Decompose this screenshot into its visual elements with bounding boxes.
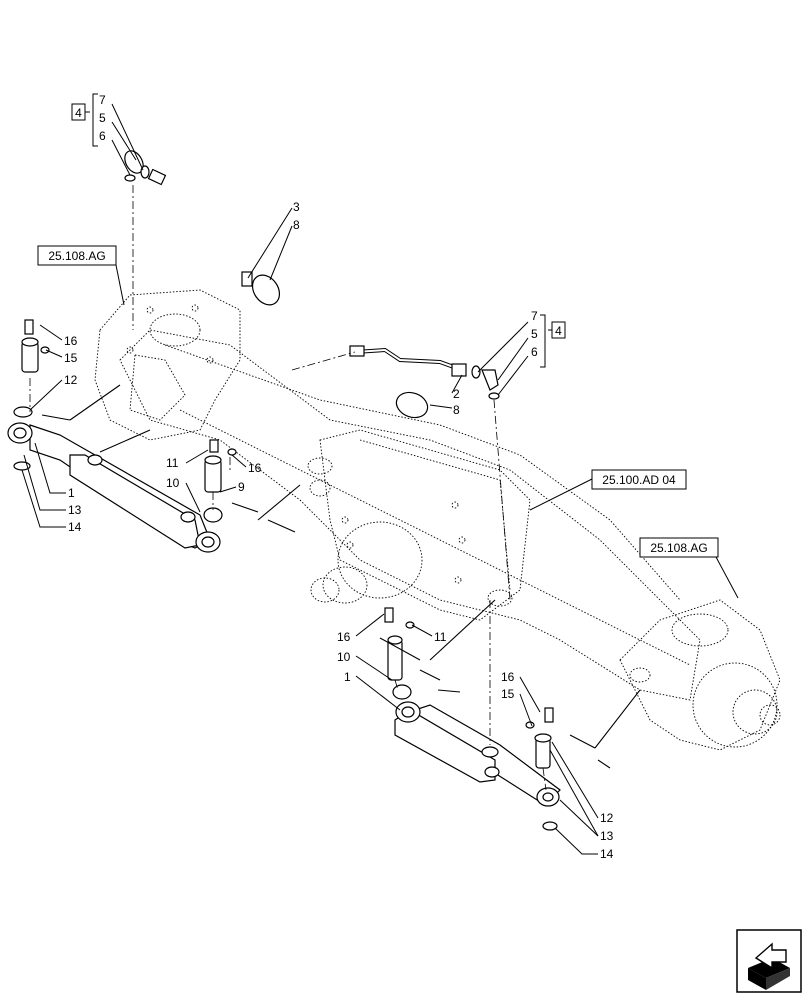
reference-label: 25.108.AG bbox=[48, 249, 105, 263]
hose-clamp-upper bbox=[251, 274, 281, 306]
center-pin-assembly bbox=[203, 439, 237, 523]
callout-right-16: 16 bbox=[501, 670, 515, 684]
hose-clamp-mid bbox=[395, 391, 429, 419]
callout-low-16: 16 bbox=[337, 630, 351, 644]
section-marks bbox=[41, 384, 641, 769]
callout-top-3: 3 bbox=[293, 200, 300, 214]
callout-low-1: 1 bbox=[344, 670, 351, 684]
axle-housing bbox=[94, 289, 781, 751]
svg-text:4: 4 bbox=[555, 324, 562, 338]
assembly-centerlines bbox=[29, 185, 547, 791]
reference-label: 25.108.AG bbox=[650, 541, 707, 555]
callout-mid-8: 8 bbox=[453, 403, 460, 417]
callout-center-11: 11 bbox=[166, 456, 179, 470]
callout-mid-7: 7 bbox=[531, 309, 538, 323]
callout-left-14: 14 bbox=[68, 520, 82, 534]
reference-box-top-left[interactable]: 25.108.AG bbox=[37, 245, 117, 266]
svg-text:4: 4 bbox=[75, 106, 82, 120]
group-box-mid: 4 bbox=[551, 321, 566, 339]
next-page-icon[interactable] bbox=[736, 929, 802, 993]
callout-low-10: 10 bbox=[337, 650, 351, 664]
callout-left-13: 13 bbox=[68, 503, 82, 517]
callout-left-15: 15 bbox=[64, 351, 78, 365]
callout-mid-2: 2 bbox=[453, 387, 460, 401]
callout-right-13: 13 bbox=[600, 829, 614, 843]
callout-top-6: 6 bbox=[99, 129, 106, 143]
callout-top-8: 8 bbox=[293, 218, 300, 232]
callout-center-10: 10 bbox=[166, 476, 180, 490]
left-pin-assembly bbox=[13, 319, 50, 471]
reference-label: 25.100.AD 04 bbox=[602, 473, 676, 487]
hydraulic-pipe-mid bbox=[349, 345, 467, 377]
callout-right-14: 14 bbox=[600, 847, 614, 861]
callout-top-5: 5 bbox=[99, 111, 106, 125]
group-box-top: 4 bbox=[71, 103, 86, 121]
right-pin-assembly bbox=[525, 707, 558, 831]
callout-center-9: 9 bbox=[238, 480, 245, 494]
reference-box-right[interactable]: 25.108.AG bbox=[639, 537, 719, 558]
callout-left-12: 12 bbox=[64, 373, 78, 387]
callout-left-1: 1 bbox=[68, 486, 75, 500]
hydraulic-pipe-upper bbox=[147, 168, 253, 287]
callout-left-16: 16 bbox=[64, 334, 78, 348]
callout-right-15: 15 bbox=[501, 687, 515, 701]
steering-cylinder-left bbox=[7, 422, 221, 553]
fitting-upper bbox=[124, 150, 150, 182]
callout-low-11: 11 bbox=[434, 630, 447, 644]
fitting-mid bbox=[471, 365, 500, 400]
callout-right-12: 12 bbox=[600, 811, 614, 825]
leader-lines bbox=[21, 93, 739, 855]
lower-pin-assembly bbox=[384, 607, 415, 700]
callout-mid-5: 5 bbox=[531, 327, 538, 341]
callout-center-16: 16 bbox=[248, 461, 262, 475]
callout-labels: 7 5 6 3 8 7 5 6 2 8 16 15 12 1 13 14 11 … bbox=[64, 93, 614, 861]
reference-box-center[interactable]: 25.100.AD 04 bbox=[591, 469, 687, 490]
callout-top-7: 7 bbox=[99, 93, 106, 107]
callout-mid-6: 6 bbox=[531, 345, 538, 359]
steering-cylinder-lower bbox=[394, 701, 561, 807]
